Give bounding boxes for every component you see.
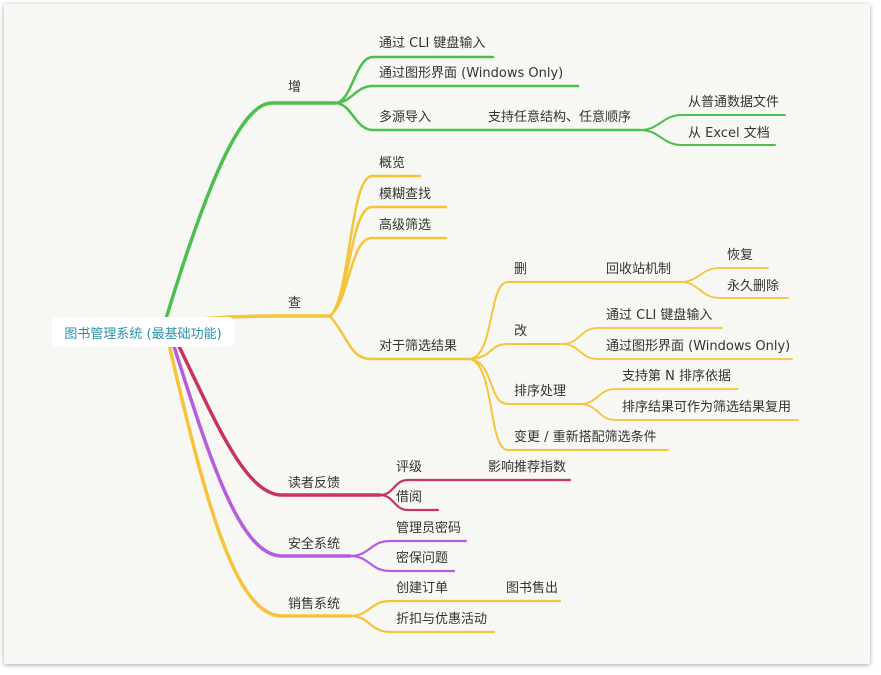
node-add-import-any[interactable]: 支持任意结构、任意顺序	[488, 110, 632, 125]
node-mod-gui[interactable]: 通过图形界面 (Windows Only)	[606, 339, 791, 354]
node-secret-q[interactable]: 密保问题	[396, 551, 449, 566]
node-restore[interactable]: 恢复	[727, 248, 754, 263]
node-results[interactable]: 对于筛选结果	[379, 339, 458, 354]
node-overview[interactable]: 概览	[379, 156, 406, 171]
node-mod-cli[interactable]: 通过 CLI 键盘输入	[606, 308, 713, 323]
node-query[interactable]: 查	[288, 296, 302, 311]
node-add[interactable]: 增	[288, 80, 302, 95]
branch-add	[163, 55, 786, 324]
node-change[interactable]: 变更 / 重新搭配筛选条件	[514, 430, 657, 445]
branch-security	[170, 338, 468, 573]
node-delete[interactable]: 删	[514, 262, 528, 277]
node-security[interactable]: 安全系统	[288, 537, 341, 552]
node-book-sale[interactable]: 图书售出	[506, 581, 559, 596]
node-rating-effect[interactable]: 影响推荐指数	[488, 460, 567, 475]
node-sales[interactable]: 销售系统	[288, 597, 341, 612]
node-add-cli[interactable]: 通过 CLI 键盘输入	[379, 36, 486, 51]
node-add-gui[interactable]: 通过图形界面 (Windows Only)	[379, 66, 564, 81]
node-sort-n[interactable]: 支持第 N 排序依据	[622, 369, 731, 384]
node-fuzzy[interactable]: 模糊查找	[379, 187, 432, 202]
node-perm-delete[interactable]: 永久删除	[727, 279, 780, 294]
node-sort[interactable]: 排序处理	[514, 384, 567, 399]
node-feedback[interactable]: 读者反馈	[288, 476, 341, 491]
node-recycle[interactable]: 回收站机制	[606, 262, 672, 277]
node-advanced[interactable]: 高级筛选	[379, 218, 432, 233]
node-discount[interactable]: 折扣与优惠活动	[396, 612, 488, 627]
node-admin-pwd[interactable]: 管理员密码	[396, 521, 462, 536]
node-order[interactable]: 创建订单	[396, 581, 449, 596]
branch-feedback	[173, 336, 572, 512]
root-node[interactable]: 图书管理系统 (最基础功能)	[52, 317, 234, 347]
branch-query	[188, 174, 799, 451]
node-add-import-excel[interactable]: 从 Excel 文档	[688, 126, 770, 141]
node-modify[interactable]: 改	[514, 324, 528, 339]
node-rating[interactable]: 评级	[396, 460, 423, 475]
node-sort-reuse[interactable]: 排序结果可作为筛选结果复用	[622, 400, 792, 415]
node-add-import[interactable]: 多源导入	[379, 110, 432, 125]
node-add-import-file[interactable]: 从普通数据文件	[688, 95, 780, 110]
node-borrow[interactable]: 借阅	[396, 490, 423, 505]
branch-sales	[166, 338, 562, 634]
